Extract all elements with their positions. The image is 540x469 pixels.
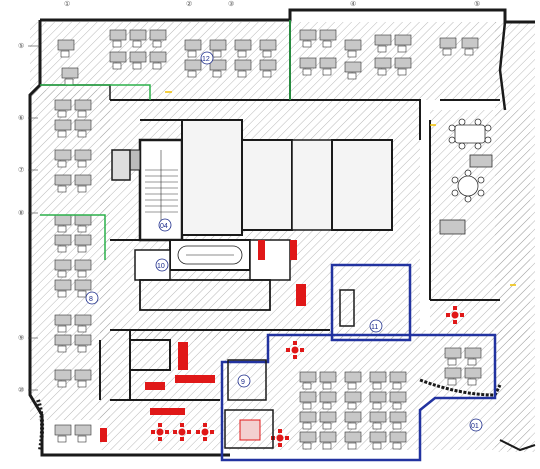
interior-partitions <box>99 99 500 401</box>
grid-marker: ⑤ <box>18 42 40 50</box>
grid-label: ② <box>186 0 192 8</box>
grid-marker: ⑨ <box>18 334 38 342</box>
grid-marker: ⑧ <box>18 209 38 217</box>
yellow-markers <box>165 91 516 286</box>
grid-label: ⑦ <box>18 166 24 174</box>
room-tag-label: 8 <box>89 296 93 303</box>
room-tag-label: 04 <box>160 223 168 230</box>
room-tag-label: 10 <box>157 263 165 270</box>
room-tag-label: 01 <box>471 423 479 430</box>
room-tags: 04 10 11 12 8 9 01 <box>85 51 483 432</box>
room-tag-label: 9 <box>241 379 245 386</box>
room-tag: 11 <box>369 319 383 333</box>
blue-room-boundaries <box>220 263 497 462</box>
grid-marker: ⑩ <box>18 386 38 394</box>
room-tag: 04 <box>158 218 172 232</box>
grid-marker: ⑦ <box>18 166 38 174</box>
grid-label: ⑧ <box>18 209 24 217</box>
room-tag: 9 <box>237 374 251 388</box>
grid-label: ⑤ <box>18 42 24 50</box>
grid-label: ③ <box>228 0 234 8</box>
lower-rooms <box>111 149 355 449</box>
red-seating-clusters <box>100 240 464 447</box>
room-tag: 01 <box>469 418 483 432</box>
green-partitions <box>40 20 291 260</box>
grid-label: ① <box>64 0 70 8</box>
room-tag: 12 <box>200 51 214 65</box>
grid-label: ⑤ <box>474 0 480 8</box>
meeting-tables-right <box>439 118 493 235</box>
grid-markers-left: ⑤ ⑥ ⑦ ⑧ ⑨ ⑩ <box>18 42 40 394</box>
grid-label: ④ <box>350 0 356 8</box>
grid-label: ⑩ <box>18 386 24 394</box>
grid-marker: ⑥ <box>18 114 38 122</box>
grid-label: ⑥ <box>18 114 24 122</box>
room-tag-label: 12 <box>202 56 210 63</box>
grid-label: ⑨ <box>18 334 24 342</box>
grid-markers-top: ① ② ③ ④ ⑤ <box>64 0 480 8</box>
room-tag: 10 <box>155 258 169 272</box>
room-tag-label: 11 <box>371 324 378 331</box>
room-tag: 8 <box>85 291 99 305</box>
